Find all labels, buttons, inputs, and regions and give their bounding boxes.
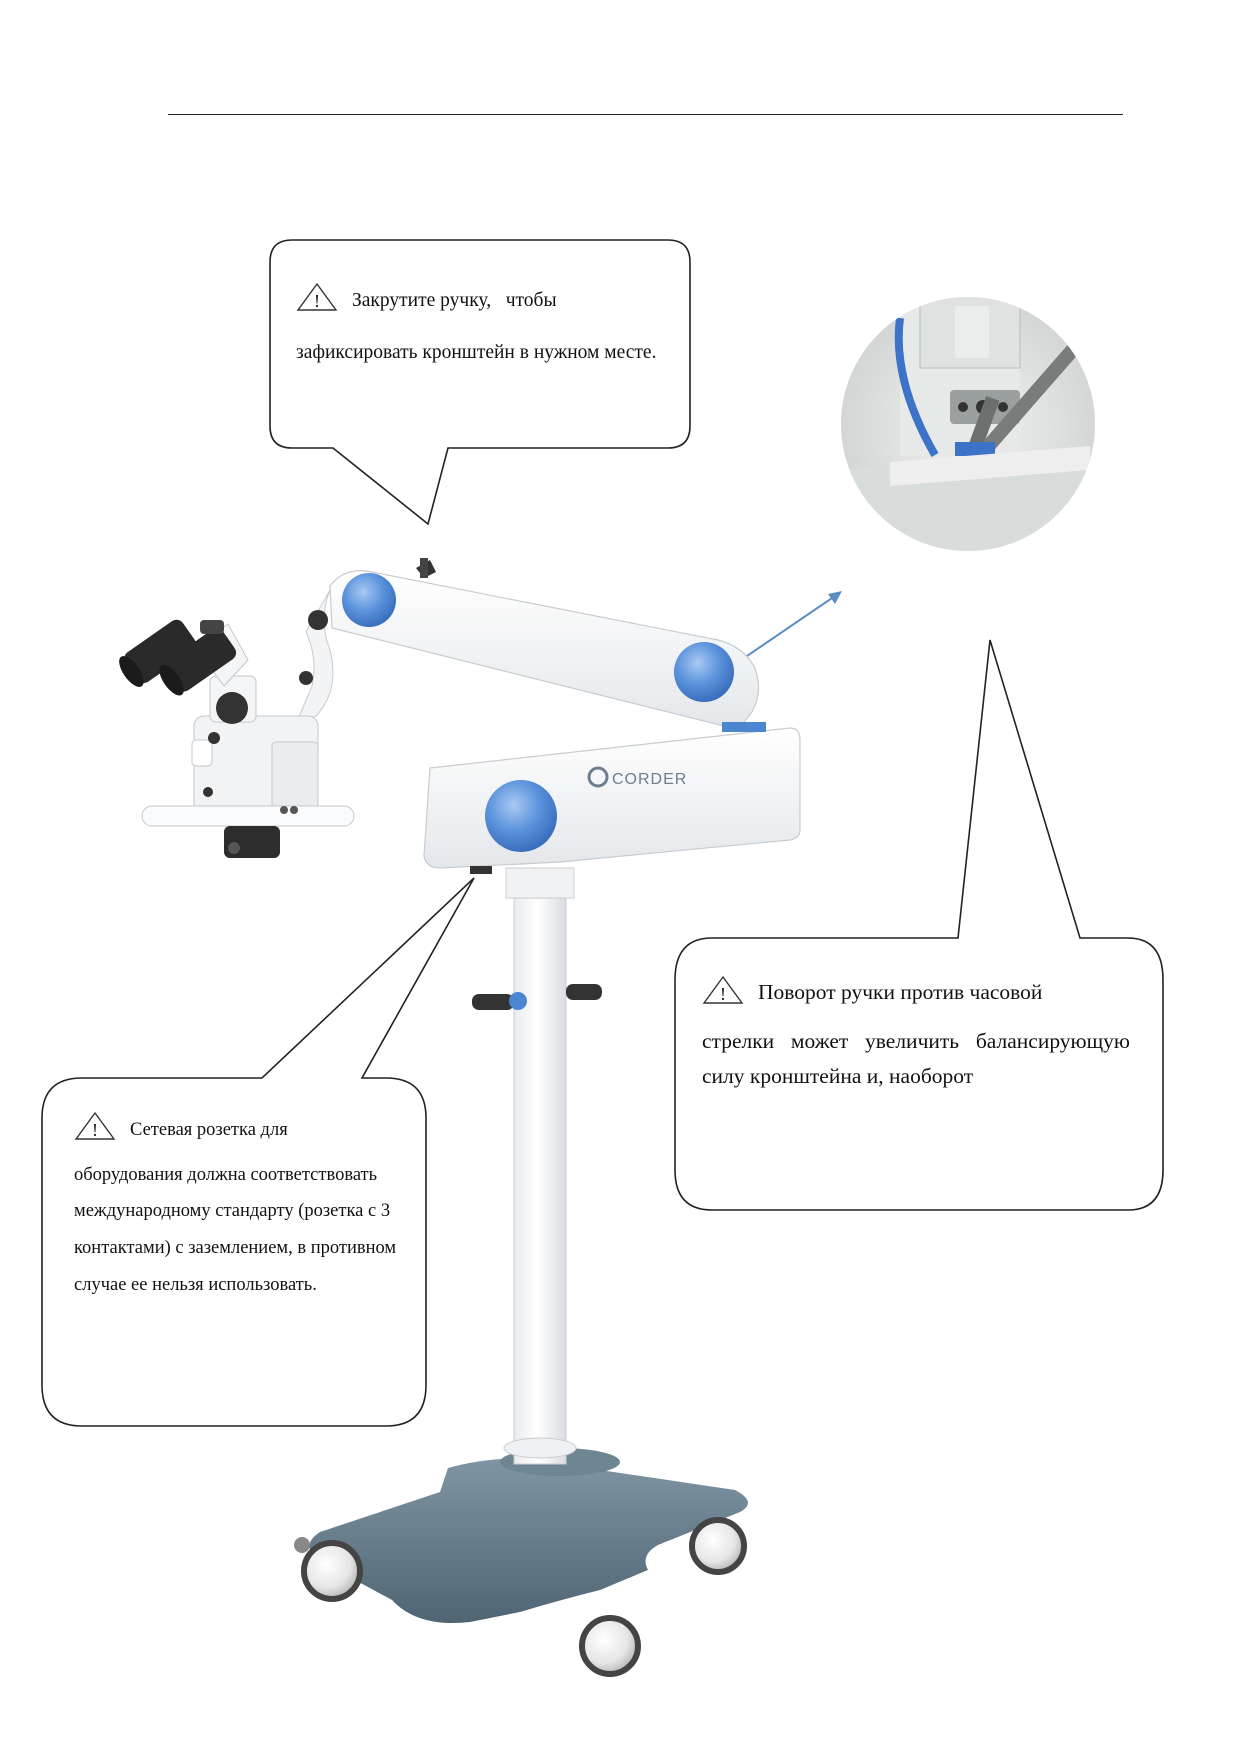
callout-socket-text: оборудования должна соответствовать межд… (74, 1164, 397, 1295)
callout-power-socket: ! Сетевая розетка для оборудования должна… (74, 1111, 434, 1303)
warning-icon: ! (74, 1111, 116, 1141)
callout-balance-knob: ! Поворот ручки против часовой стрелки мо… (702, 975, 1130, 1093)
svg-text:!: ! (314, 291, 320, 311)
callout-bubble-balance (674, 639, 1164, 1211)
upper-arm (329, 558, 766, 732)
callout-bubble-lock (269, 239, 691, 526)
header-rule (168, 114, 1123, 115)
knob-detail-photo (841, 297, 1095, 551)
warning-icon: ! (702, 975, 744, 1005)
stand-pole (513, 867, 567, 1465)
caster-wheels (294, 1517, 747, 1677)
callout-balance-line1: Поворот ручки против часовой (758, 980, 1043, 1004)
callout-lock-text: зафиксировать кронштейн в нужном месте. (296, 341, 657, 363)
svg-text:!: ! (720, 984, 726, 1004)
callout-bubble-socket (41, 877, 475, 1427)
callout-socket-line1: Сетевая розетка для (130, 1120, 288, 1140)
stand-base (309, 1448, 748, 1624)
callout-lock-knob: ! Закрутите ручку, чтобы зафиксировать кр… (296, 282, 676, 368)
brand-logo: CORDER (612, 771, 687, 788)
lower-arm: CORDER (423, 727, 801, 874)
warning-icon: ! (296, 282, 338, 312)
microscope-head (119, 589, 355, 858)
svg-text:!: ! (92, 1120, 98, 1140)
callout-lock-line1: Закрутите ручку, чтобы (352, 290, 557, 311)
callout-balance-text: стрелки может увеличить балансирующую си… (702, 1028, 1130, 1088)
